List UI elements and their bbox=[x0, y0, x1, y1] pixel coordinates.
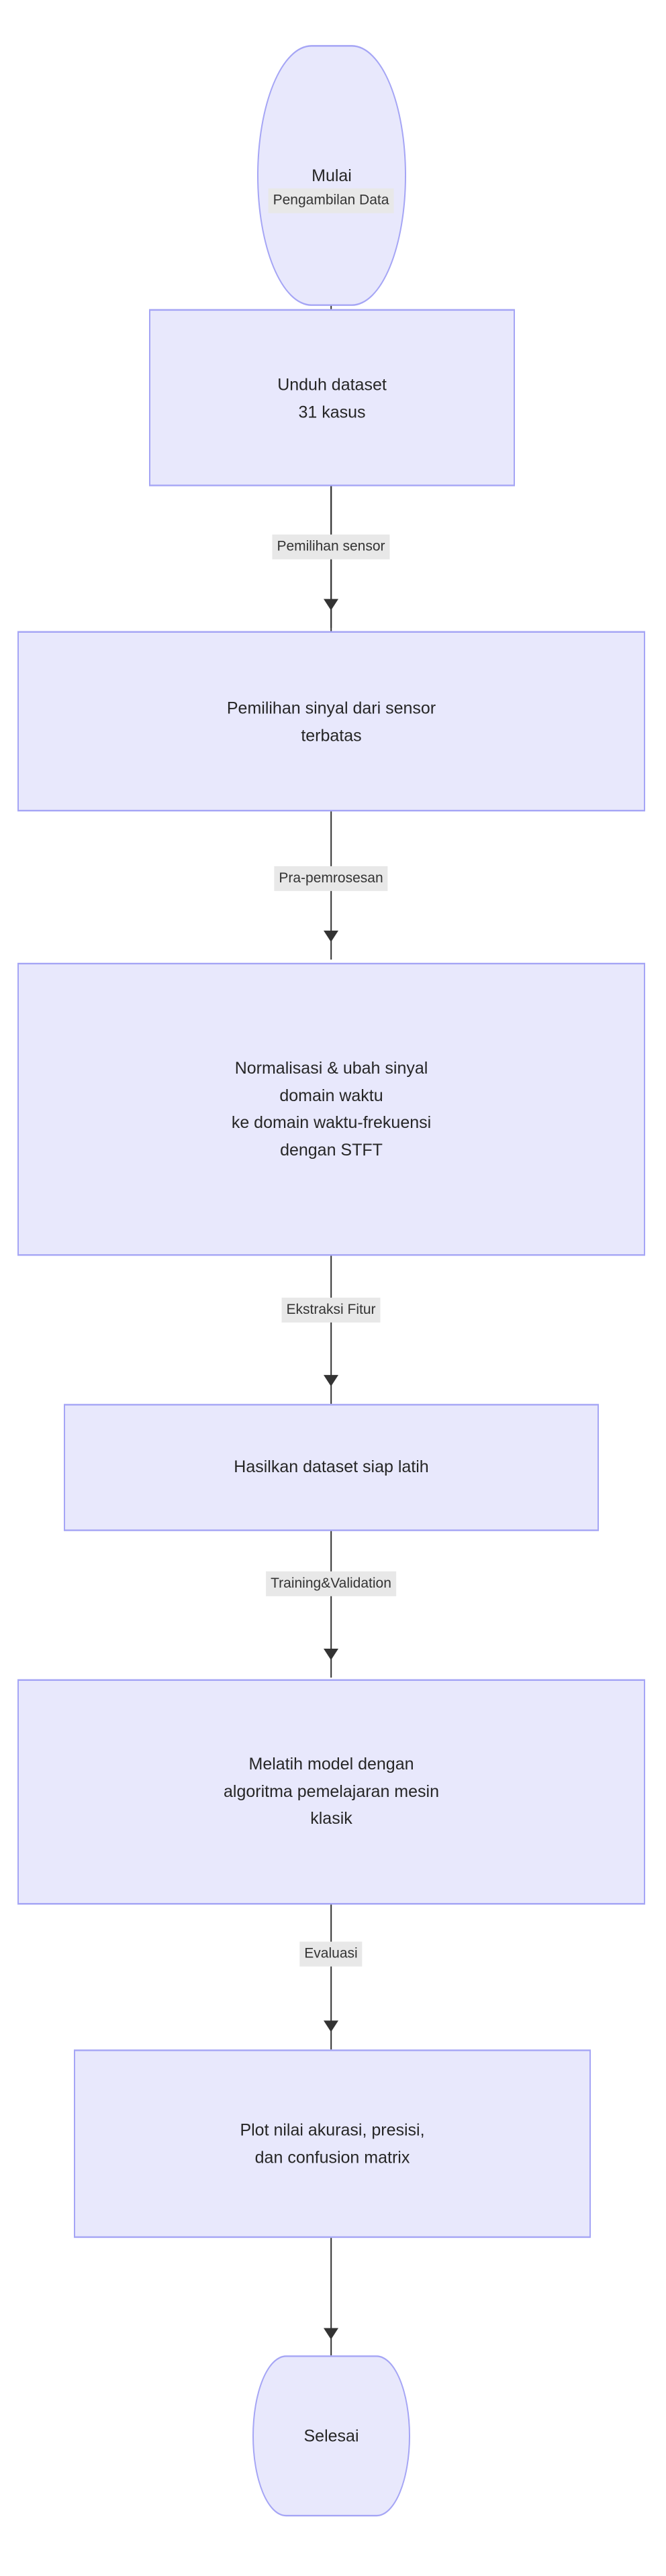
edge-line-preprocess-dataset bbox=[330, 1255, 332, 1404]
edge-label-ekstraksi-fitur: Ekstraksi Fitur bbox=[281, 1297, 381, 1323]
arrow-head-select-preprocess bbox=[324, 930, 338, 942]
node-ready-dataset[interactable]: Hasilkan dataset siap latih bbox=[64, 1404, 599, 1531]
arrow-head-download-select bbox=[324, 599, 338, 611]
node-select-signal[interactable]: Pemilihan sinyal dari sensor terbatas bbox=[17, 631, 645, 812]
node-select-signal-label: Pemilihan sinyal dari sensor terbatas bbox=[226, 698, 436, 744]
node-train-model[interactable]: Melatih model dengan algoritma pemelajar… bbox=[17, 1679, 645, 1905]
node-ready-dataset-label: Hasilkan dataset siap latih bbox=[234, 1457, 429, 1477]
node-download-dataset[interactable]: Unduh dataset 31 kasus bbox=[149, 309, 515, 486]
node-evaluate-plot-label: Plot nilai akurasi, presisi, dan confusi… bbox=[240, 2120, 425, 2167]
edge-label-training-validation: Training&Validation bbox=[266, 1571, 396, 1597]
node-end-label: Selesai bbox=[303, 2426, 359, 2446]
edge-label-evaluasi: Evaluasi bbox=[299, 1941, 363, 1967]
edge-label-pra-pemrosesan: Pra-pemrosesan bbox=[274, 866, 388, 892]
edge-line-evaluate-end bbox=[330, 2238, 332, 2356]
arrow-head-dataset-train bbox=[324, 1648, 338, 1660]
node-train-model-label: Melatih model dengan algoritma pemelajar… bbox=[224, 1755, 439, 1828]
node-evaluate-plot[interactable]: Plot nilai akurasi, presisi, dan confusi… bbox=[74, 2049, 591, 2238]
edge-line-train-evaluate bbox=[330, 1904, 332, 2050]
node-end[interactable]: Selesai bbox=[252, 2355, 410, 2517]
edge-label-pengambilan-data: Pengambilan Data bbox=[268, 188, 394, 214]
edge-label-pemilihan-sensor: Pemilihan sensor bbox=[272, 534, 390, 560]
arrow-head-evaluate-end bbox=[324, 2328, 338, 2340]
node-preprocess-stft[interactable]: Normalisasi & ubah sinyal domain waktu k… bbox=[17, 962, 645, 1256]
node-preprocess-stft-label: Normalisasi & ubah sinyal domain waktu k… bbox=[231, 1059, 432, 1160]
arrow-head-train-evaluate bbox=[324, 2020, 338, 2032]
node-download-dataset-label: Unduh dataset 31 kasus bbox=[277, 374, 387, 421]
node-start[interactable]: Mulai bbox=[257, 45, 406, 306]
edge-line-dataset-train bbox=[330, 1531, 332, 1678]
arrow-head-preprocess-dataset bbox=[324, 1375, 338, 1387]
node-start-label: Mulai bbox=[312, 166, 352, 185]
